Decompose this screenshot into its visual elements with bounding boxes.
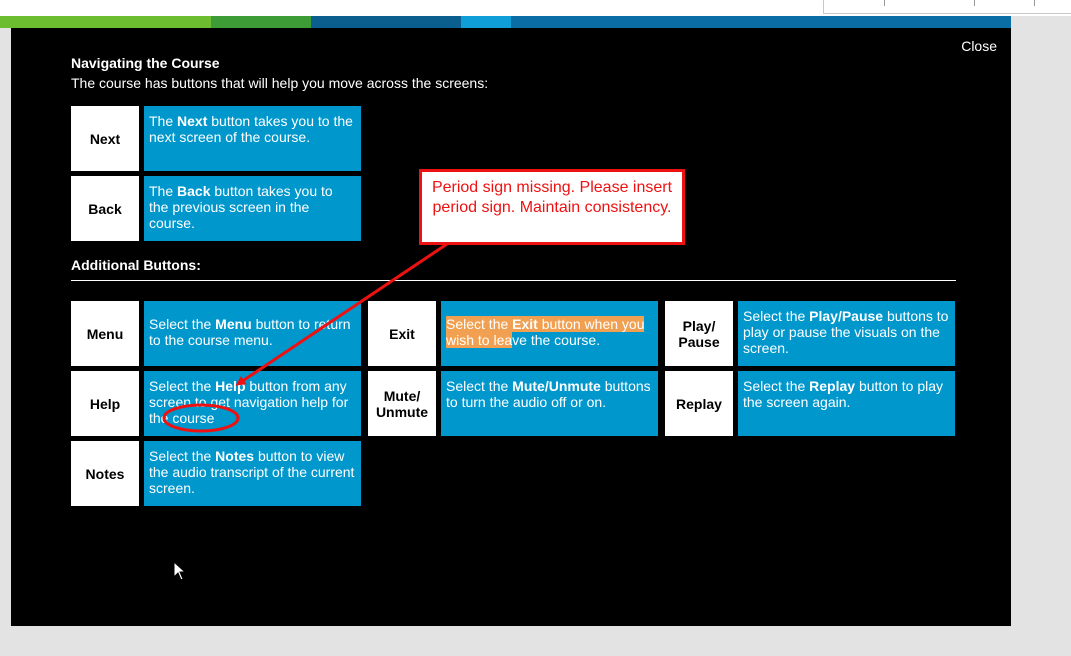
description-text: button takes you to the next screen of t…: [149, 113, 353, 145]
section-title-additional: Additional Buttons:: [71, 257, 201, 273]
color-strip-navy: [311, 16, 461, 28]
exit-key: Exit: [368, 301, 436, 366]
color-strip-lightblue: [461, 16, 511, 28]
notes-key: Notes: [71, 441, 139, 506]
description-text: Select the: [743, 378, 810, 394]
menu-description: Select the Menu button to return to the …: [144, 301, 361, 366]
description-text: Select the: [446, 316, 513, 332]
back-description: The Back button takes you to the previou…: [144, 176, 361, 241]
button-name-emphasis: Exit: [512, 316, 538, 332]
button-name-emphasis: Back: [177, 183, 211, 199]
help-description: Select the Help button from any screen t…: [144, 371, 361, 436]
next-description: The Next button takes you to the next sc…: [144, 106, 361, 171]
mute-unmute-key: Mute/ Unmute: [368, 371, 436, 436]
color-strip-green: [0, 16, 211, 28]
close-button[interactable]: Close: [961, 38, 997, 54]
color-strip-blue: [511, 16, 1011, 28]
description-text: Select the: [446, 378, 513, 394]
widget-tick: [974, 0, 975, 6]
description-text: The: [149, 113, 178, 129]
section-divider: [71, 280, 956, 281]
description-text: button takes you to the previous screen …: [149, 183, 333, 231]
mouse-pointer-icon: [173, 561, 187, 581]
description-text: button to view the audio transcript of t…: [149, 448, 355, 496]
button-name-emphasis: Help: [215, 378, 246, 394]
help-key: Help: [71, 371, 139, 436]
mute-unmute-description: Select the Mute/Unmute buttons to turn t…: [441, 371, 658, 436]
button-name-emphasis: Next: [177, 113, 208, 129]
button-name-emphasis: Notes: [215, 448, 255, 464]
button-name-emphasis: Mute/Unmute: [512, 378, 601, 394]
button-name-emphasis: Play/Pause: [809, 308, 884, 324]
review-comment-callout: Period sign missing. Please insert perio…: [419, 169, 685, 245]
description-text: buttons to turn the audio off or on.: [446, 378, 651, 410]
color-strip-darkgreen: [211, 16, 311, 28]
description-text: ve the course.: [512, 332, 601, 348]
button-name-emphasis: Replay: [809, 378, 856, 394]
description-text: Select the: [149, 316, 216, 332]
play-pause-description: Select the Play/Pause buttons to play or…: [738, 301, 955, 366]
section-title-navigating: Navigating the Course: [71, 55, 220, 71]
page-header-area: [0, 0, 1071, 16]
play-pause-key: Play/ Pause: [665, 301, 733, 366]
description-text: buttons to play or pause the visuals on …: [743, 308, 949, 356]
widget-tick: [1034, 0, 1035, 6]
description-text: Select the: [149, 448, 216, 464]
exit-description: Select the Exit button when you wish to …: [441, 301, 658, 366]
widget-tick: [884, 0, 885, 6]
intro-text: The course has buttons that will help yo…: [71, 75, 489, 91]
notes-description: Select the Notes button to view the audi…: [144, 441, 361, 506]
replay-key: Replay: [665, 371, 733, 436]
button-name-emphasis: Menu: [215, 316, 252, 332]
description-text: The: [149, 183, 178, 199]
replay-description: Select the Replay button to play the scr…: [738, 371, 955, 436]
description-text: Select the: [149, 378, 216, 394]
description-text: button to play the screen again.: [743, 378, 944, 410]
description-text: Select the: [743, 308, 810, 324]
top-right-widget: [823, 0, 1071, 14]
back-key: Back: [71, 176, 139, 241]
next-key: Next: [71, 106, 139, 171]
menu-key: Menu: [71, 301, 139, 366]
help-dialog: Close Navigating the Course The course h…: [11, 28, 1011, 626]
